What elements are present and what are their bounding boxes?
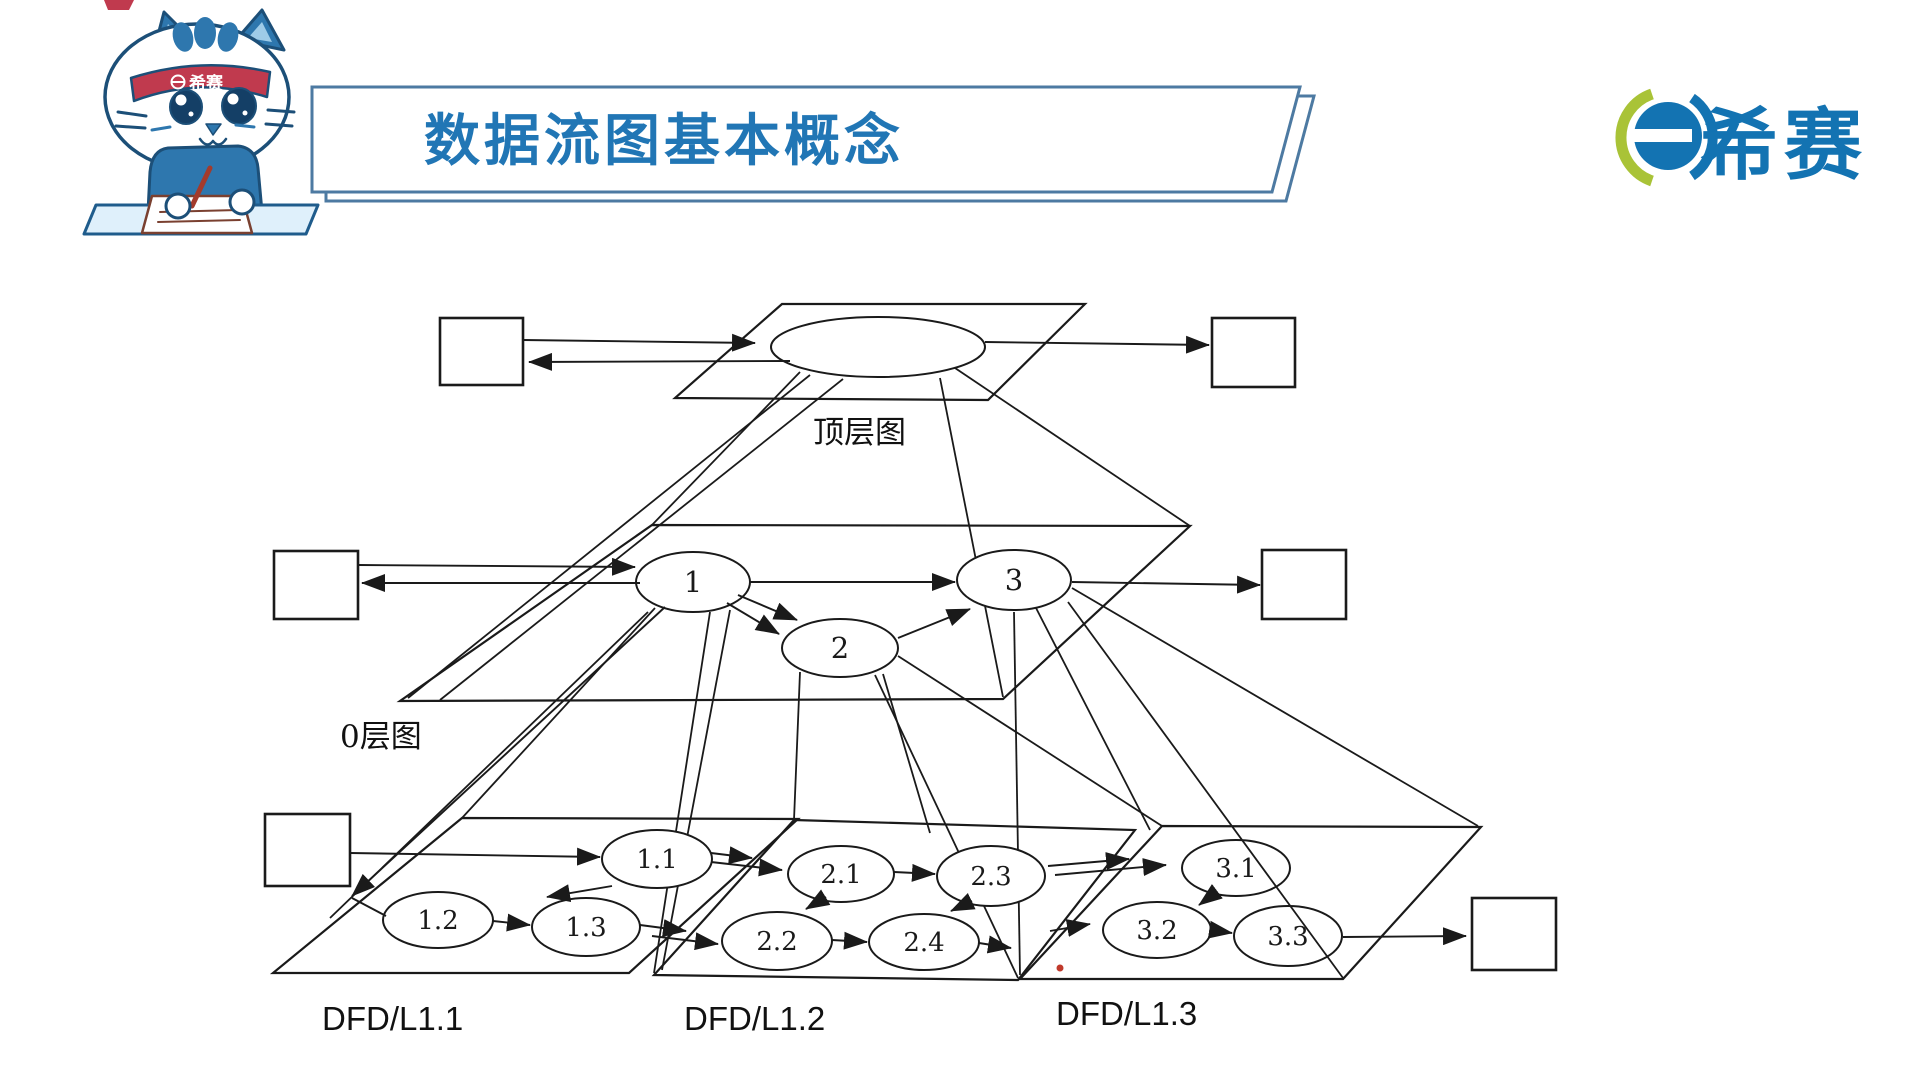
cat-cheek-stripe (234, 123, 256, 129)
eye-highlight (188, 111, 194, 117)
cat-paw (228, 188, 256, 216)
red-dot-artifact (1056, 964, 1064, 972)
cat-right-eye (221, 87, 257, 125)
cat-cheek-stripe (150, 125, 172, 132)
process-node-2-3 (936, 845, 1046, 907)
caption-l12: DFD/L1.2 (684, 1000, 825, 1037)
external-entity-square (438, 316, 525, 387)
process-node-top (770, 316, 986, 378)
banner-panel (310, 85, 1302, 194)
node-label-1: 1 (684, 565, 702, 599)
eye-highlight (242, 110, 248, 116)
headband-text: 希赛 (189, 73, 224, 93)
node-label-3-2: 3.2 (1136, 916, 1177, 946)
node-label-2-3: 2.3 (970, 862, 1011, 892)
data-flow-arrows (349, 333, 1467, 954)
mascot-cat: 希赛 (82, 0, 320, 236)
caption-level0: 0层图 (340, 719, 422, 755)
external-entity-square (1210, 316, 1297, 389)
decomposition-fan-lines (329, 367, 1479, 979)
plane-l11 (269, 816, 801, 975)
cat-whisker (266, 108, 296, 114)
external-entity-square (1470, 896, 1558, 972)
process-node-1-3 (531, 897, 641, 957)
cat-nose (205, 123, 222, 136)
node-label-1-3: 1.3 (565, 913, 606, 943)
process-node-3-1 (1181, 839, 1291, 897)
process-node-2-2 (721, 911, 833, 971)
cat-head-stripe (194, 17, 216, 49)
process-node-1-2 (382, 891, 494, 949)
process-node-2 (781, 618, 899, 678)
dfd-hierarchy-diagram (263, 302, 1558, 982)
process-node-3 (956, 549, 1072, 611)
node-label-3-3: 3.3 (1267, 922, 1308, 952)
page-title: 数据流图基本概念 (424, 109, 904, 172)
node-label-3-1: 3.1 (1215, 854, 1256, 884)
eye-highlight (227, 93, 239, 105)
process-node-1-1 (601, 829, 713, 889)
cat-head-stripe (217, 22, 239, 52)
logo-blue-crescent-icon (1689, 93, 1718, 181)
external-entities (263, 316, 1558, 972)
external-entity-square (263, 812, 352, 888)
caption-l13: DFD/L1.3 (1056, 995, 1197, 1032)
node-label-2-4: 2.4 (903, 928, 944, 958)
external-entity-square (1260, 548, 1348, 621)
node-label-1-2: 1.2 (417, 906, 458, 936)
plane-top-level (672, 302, 1088, 402)
node-label-2-2: 2.2 (756, 927, 797, 957)
level-captions: 顶层图 0层图 DFD/L1.1 DFD/L1.2 DFD/L1.3 (322, 415, 1197, 1037)
cat-head-stripe (172, 22, 194, 52)
node-label-1-1: 1.1 (636, 845, 677, 875)
mascot-top-tab (104, 0, 134, 10)
caption-top-level: 顶层图 (813, 415, 906, 451)
cat-right-ear-inner (248, 22, 272, 42)
paper-line (157, 219, 241, 223)
title-banner: 数据流图基本概念 (310, 85, 1316, 203)
cat-left-eye (169, 89, 203, 125)
external-entity-square (272, 549, 360, 621)
process-node-2-4 (868, 913, 980, 971)
brand-logo: 希赛 (1615, 88, 1868, 189)
mascot-pencil (189, 165, 213, 209)
eye-highlight (175, 94, 187, 106)
cat-whisker (114, 124, 147, 130)
node-label-3: 3 (1005, 563, 1023, 597)
node-label-2: 2 (831, 631, 849, 665)
node-labels: 1 2 3 1.1 1.2 1.3 2.1 2.2 2.3 2.4 3.1 3.… (417, 563, 1308, 958)
cat-mouth (198, 137, 228, 146)
process-node-2-1 (787, 845, 895, 903)
caption-l11: DFD/L1.1 (322, 1000, 463, 1037)
process-nodes (382, 316, 1343, 971)
plane-level0 (396, 523, 1193, 703)
logo-green-crescent-icon (1615, 88, 1654, 187)
node-label-2-1: 2.1 (820, 860, 861, 890)
logo-brand-text: 希赛 (1700, 101, 1868, 189)
logo-e-slot (1632, 129, 1692, 142)
cat-headband (129, 64, 272, 103)
cat-paw (164, 192, 192, 220)
process-node-3-3 (1233, 905, 1343, 967)
cat-whisker (264, 122, 294, 128)
fan-line-over-nodes (1067, 601, 1344, 979)
cat-whisker (116, 110, 148, 118)
